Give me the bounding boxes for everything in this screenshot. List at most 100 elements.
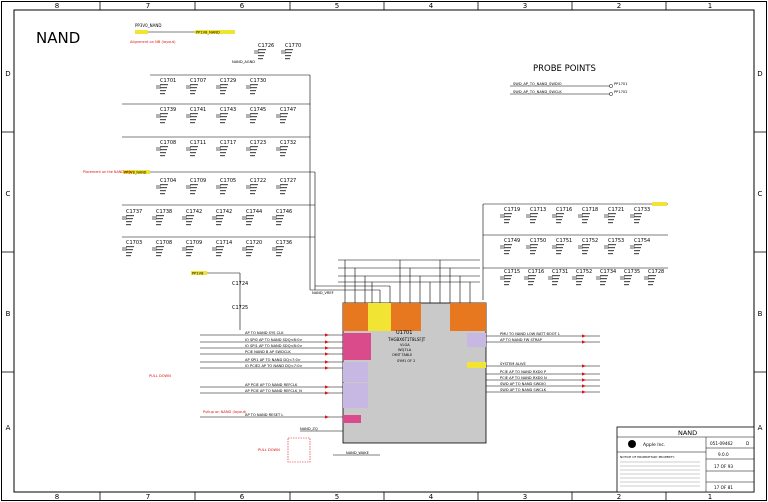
cap-attr-line <box>160 113 168 115</box>
signal-label: PMU TO NAND LOW BATT BOOT L <box>500 332 560 336</box>
chip-pin-block-vccq <box>368 303 391 331</box>
cap-attr-line <box>530 213 538 215</box>
signal-arrow-icon <box>582 340 586 344</box>
cap-attr-line <box>504 247 511 249</box>
cap-attr-line <box>250 119 256 121</box>
cap-attr-line <box>190 193 195 195</box>
net-pp1v8-short: PP1V8 <box>192 271 204 275</box>
cap-attr-line <box>582 222 587 224</box>
cap-attr-line <box>186 246 194 248</box>
zone-col-3: 3 <box>523 2 527 10</box>
cap-label: C1713 <box>530 207 546 213</box>
chip-pin-block-vcc <box>343 303 368 331</box>
cap-attr-line <box>160 84 168 86</box>
cap-attr-line <box>126 218 133 220</box>
cap-attr-line <box>504 281 510 283</box>
cap-label: C1739 <box>160 107 176 113</box>
cap-attr-line <box>126 215 134 217</box>
cap-attr-line <box>190 119 196 121</box>
cap-label: C1717 <box>220 140 236 146</box>
cap-label: C1722 <box>250 178 266 184</box>
signal-label: AP PCIE AP TO NAND REFCLK <box>245 383 298 387</box>
cap-attr-line <box>250 93 255 95</box>
cap-attr-line <box>634 244 642 246</box>
cap-label: C1701 <box>160 78 176 84</box>
chip-pin-block-vss <box>391 303 421 331</box>
cap-attr-line <box>220 149 227 151</box>
zone-col-6-bottom: 6 <box>240 493 245 501</box>
zone-col-1: 1 <box>708 2 712 10</box>
cap-attr-line <box>576 275 584 277</box>
cap-attr-line <box>280 113 288 115</box>
cap-label: C1715 <box>504 269 520 275</box>
chip-pin-block-ctrl <box>343 333 371 360</box>
cap-label: C1729 <box>220 78 236 84</box>
cap-label: C1741 <box>190 107 206 113</box>
cap-attr-line <box>250 90 256 92</box>
zone-row-c-right: C <box>758 190 763 198</box>
cap-attr-line <box>160 146 168 148</box>
title-block-drawing-no: 051-09462 <box>710 441 733 446</box>
cap-attr-line <box>276 252 282 254</box>
chip-pin-block-pcie <box>343 362 368 382</box>
cap-attr-line <box>528 278 535 280</box>
probe-points-title: PROBE POINTS <box>533 64 596 74</box>
cap-attr-line <box>250 184 258 186</box>
signal-label: IO SPI1 AP TO NAND SDQ<B:0> <box>245 344 303 348</box>
cap-attr-line <box>624 275 632 277</box>
probe-ref-1: PP1701 <box>614 82 627 86</box>
cap-label: C1716 <box>528 269 544 275</box>
cap-c1725: C1725 <box>232 305 248 311</box>
cap-attr-line <box>582 253 587 255</box>
cap-label: C1742 <box>186 209 202 215</box>
cap-attr-line <box>186 224 191 226</box>
cap-attr-line <box>530 244 538 246</box>
cap-label: C1728 <box>648 269 664 275</box>
cap-attr-line <box>246 246 254 248</box>
cap-attr-line <box>250 187 257 189</box>
net-pp1v8-c: PP1V8_NAND <box>124 170 147 174</box>
cap-attr-line <box>504 253 509 255</box>
chip-pin-block-vref <box>450 303 486 331</box>
cap-attr-line <box>552 284 557 286</box>
cap-attr-line <box>276 249 283 251</box>
cap-attr-line <box>220 122 225 124</box>
zone-row-d: D <box>5 70 10 78</box>
cap-label: C1749 <box>504 238 520 244</box>
cap-attr-line <box>186 255 191 257</box>
cap-label: C1708 <box>156 240 172 246</box>
cap-attr-line <box>220 119 226 121</box>
cap-attr-line <box>624 281 630 283</box>
zone-col-8-bottom: 8 <box>55 493 59 501</box>
probe-points: SWD_AP_TO_NAND_SWDIO SWD_AP_TO_NAND_SWCL… <box>510 82 627 96</box>
zone-row-a: A <box>6 424 11 432</box>
cap-label: C1708 <box>160 140 176 146</box>
probe-pad-1-icon <box>609 84 613 88</box>
zone-col-7: 7 <box>146 2 150 10</box>
chip-part: THGBX6T1T8LSFJT <box>387 337 426 342</box>
cap-attr-line <box>220 155 225 157</box>
cap-attr-line <box>160 193 165 195</box>
cap-attr-line <box>258 52 265 54</box>
cap-attr-line <box>220 93 225 95</box>
cap-attr-line <box>216 215 224 217</box>
cap-label: C1721 <box>608 207 624 213</box>
cap-attr-line <box>504 216 511 218</box>
cap-attr-line <box>634 219 640 221</box>
cap-attr-line <box>582 250 588 252</box>
signal-arrow-icon <box>582 364 586 368</box>
net-nand-zq: NAND_ZQ <box>300 427 318 431</box>
right-signals: PMU TO NAND LOW BATT BOOT LAP TO NAND FW… <box>486 332 600 394</box>
signal-arrow-icon <box>325 391 329 395</box>
chip-sym: SYM1 OF 2 <box>397 359 415 363</box>
cap-attr-line <box>156 215 164 217</box>
net-pp1v8-short-flag <box>191 271 207 275</box>
cap-attr-line <box>556 253 561 255</box>
zone-row-c: C <box>6 190 11 198</box>
title-block-sheet: 17 OF 93 <box>714 464 733 469</box>
cap-label: C1752 <box>582 238 598 244</box>
cap-attr-line <box>556 213 564 215</box>
signal-arrow-icon <box>325 346 329 350</box>
cap-bank-left <box>122 74 390 291</box>
